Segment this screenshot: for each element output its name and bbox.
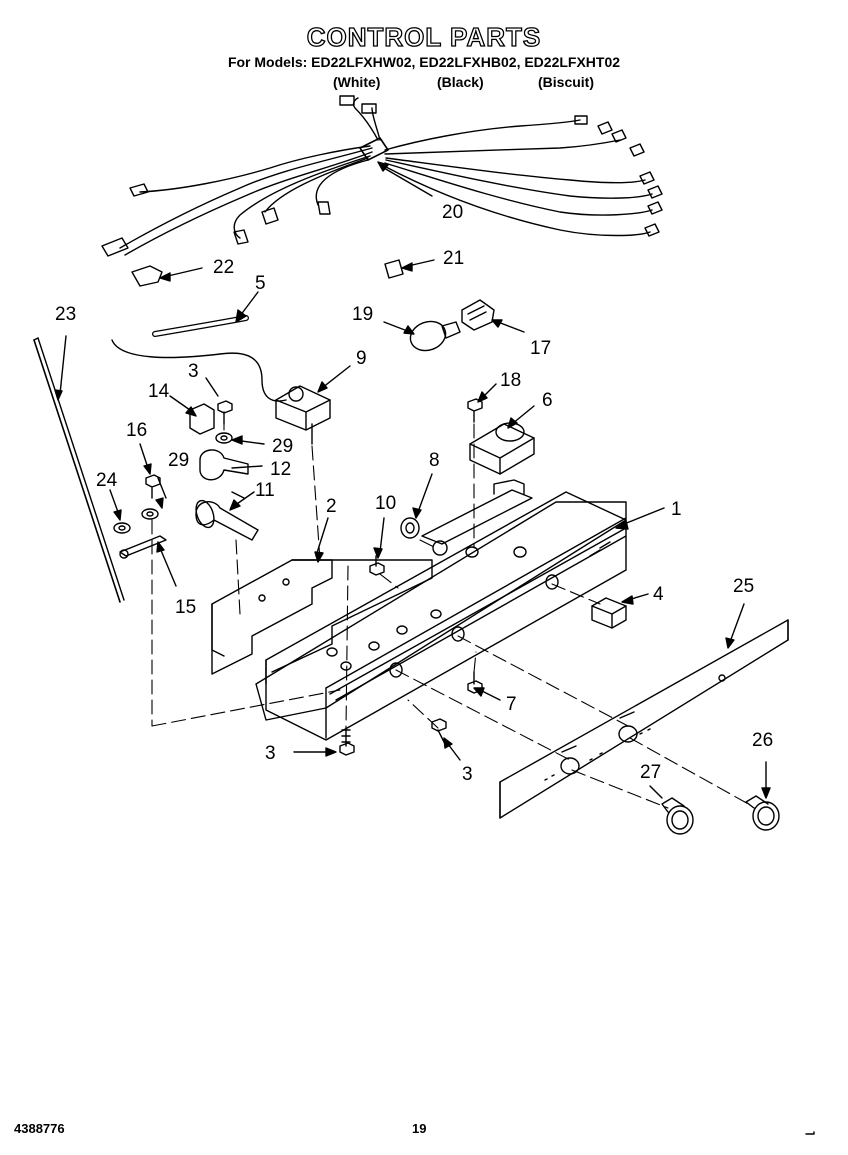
corner-mark — [805, 1131, 815, 1135]
callout-5: 5 — [255, 273, 266, 294]
page-number: 19 — [412, 1121, 427, 1136]
callout-29-left: 29 — [168, 450, 189, 471]
callout-11: 11 — [255, 480, 275, 501]
callout-15: 15 — [175, 597, 196, 618]
color-biscuit: (Biscuit) — [538, 74, 594, 90]
callout-16: 16 — [126, 420, 147, 441]
callout-29-right: 29 — [272, 436, 293, 457]
callout-22: 22 — [213, 257, 234, 278]
leader-20 — [383, 167, 433, 197]
part-3-screw-top — [217, 400, 233, 425]
part-10-screw — [369, 555, 385, 576]
color-white: (White) — [333, 74, 381, 90]
part-15-link — [119, 535, 167, 557]
callout-27: 27 — [640, 762, 661, 783]
callout-3-left: 3 — [265, 743, 276, 764]
callout-6: 6 — [542, 390, 553, 411]
models-line: For Models: ED22LFXHW02, ED22LFXHB02, ED… — [227, 54, 621, 70]
part-24-washer — [113, 522, 131, 534]
part-21-clip — [384, 259, 404, 279]
part-6-defrost-timer — [469, 422, 535, 475]
part-18-screw — [467, 398, 483, 423]
callout-17: 17 — [530, 338, 551, 359]
callout-14: 14 — [148, 381, 170, 402]
part-17-socket — [461, 299, 495, 331]
callout-1: 1 — [671, 499, 682, 520]
part-23-rod — [33, 339, 121, 603]
part-2-bracket — [211, 559, 433, 675]
part-26-knob — [745, 795, 780, 831]
part-29-washer-a — [215, 432, 233, 444]
callout-7: 7 — [506, 694, 517, 715]
callout-23: 23 — [55, 304, 76, 325]
callout-3-top: 3 — [188, 361, 199, 382]
callout-3-right: 3 — [462, 764, 473, 785]
callout-21: 21 — [443, 248, 464, 269]
callout-10: 10 — [375, 493, 396, 514]
callout-4: 4 — [653, 584, 664, 605]
part-11-shaft — [195, 491, 259, 541]
part-4-switch — [591, 597, 627, 629]
part-14-bracket — [189, 403, 215, 435]
part-19-bulb — [409, 320, 461, 352]
callout-8: 8 — [429, 450, 440, 471]
alignment-lines — [151, 423, 753, 809]
callout-19: 19 — [352, 304, 373, 325]
page-title: CONTROL PARTS — [306, 21, 542, 52]
callout-9: 9 — [356, 348, 367, 369]
callout-12: 12 — [270, 459, 291, 480]
part-12-bracket — [199, 449, 249, 481]
callout-18: 18 — [500, 370, 521, 391]
part-3-screw-lower-a — [339, 727, 355, 756]
part-9-cold-control — [275, 385, 331, 445]
callout-20: 20 — [442, 202, 463, 223]
callout-26: 26 — [752, 730, 773, 751]
doc-number: 4388776 — [14, 1121, 65, 1136]
part-22-clip — [131, 265, 163, 287]
part-29-washer-b — [141, 508, 159, 520]
callout-25: 25 — [733, 576, 754, 597]
color-black: (Black) — [437, 74, 484, 90]
part-27-knob — [661, 797, 694, 835]
part-8-plug — [400, 517, 420, 539]
part-25-control-panel — [499, 619, 789, 819]
callout-2: 2 — [326, 496, 337, 517]
thermostat-capillary — [111, 339, 287, 402]
wire-harness — [101, 95, 663, 257]
callout-24: 24 — [96, 470, 118, 491]
part-1-control-housing — [255, 479, 627, 741]
